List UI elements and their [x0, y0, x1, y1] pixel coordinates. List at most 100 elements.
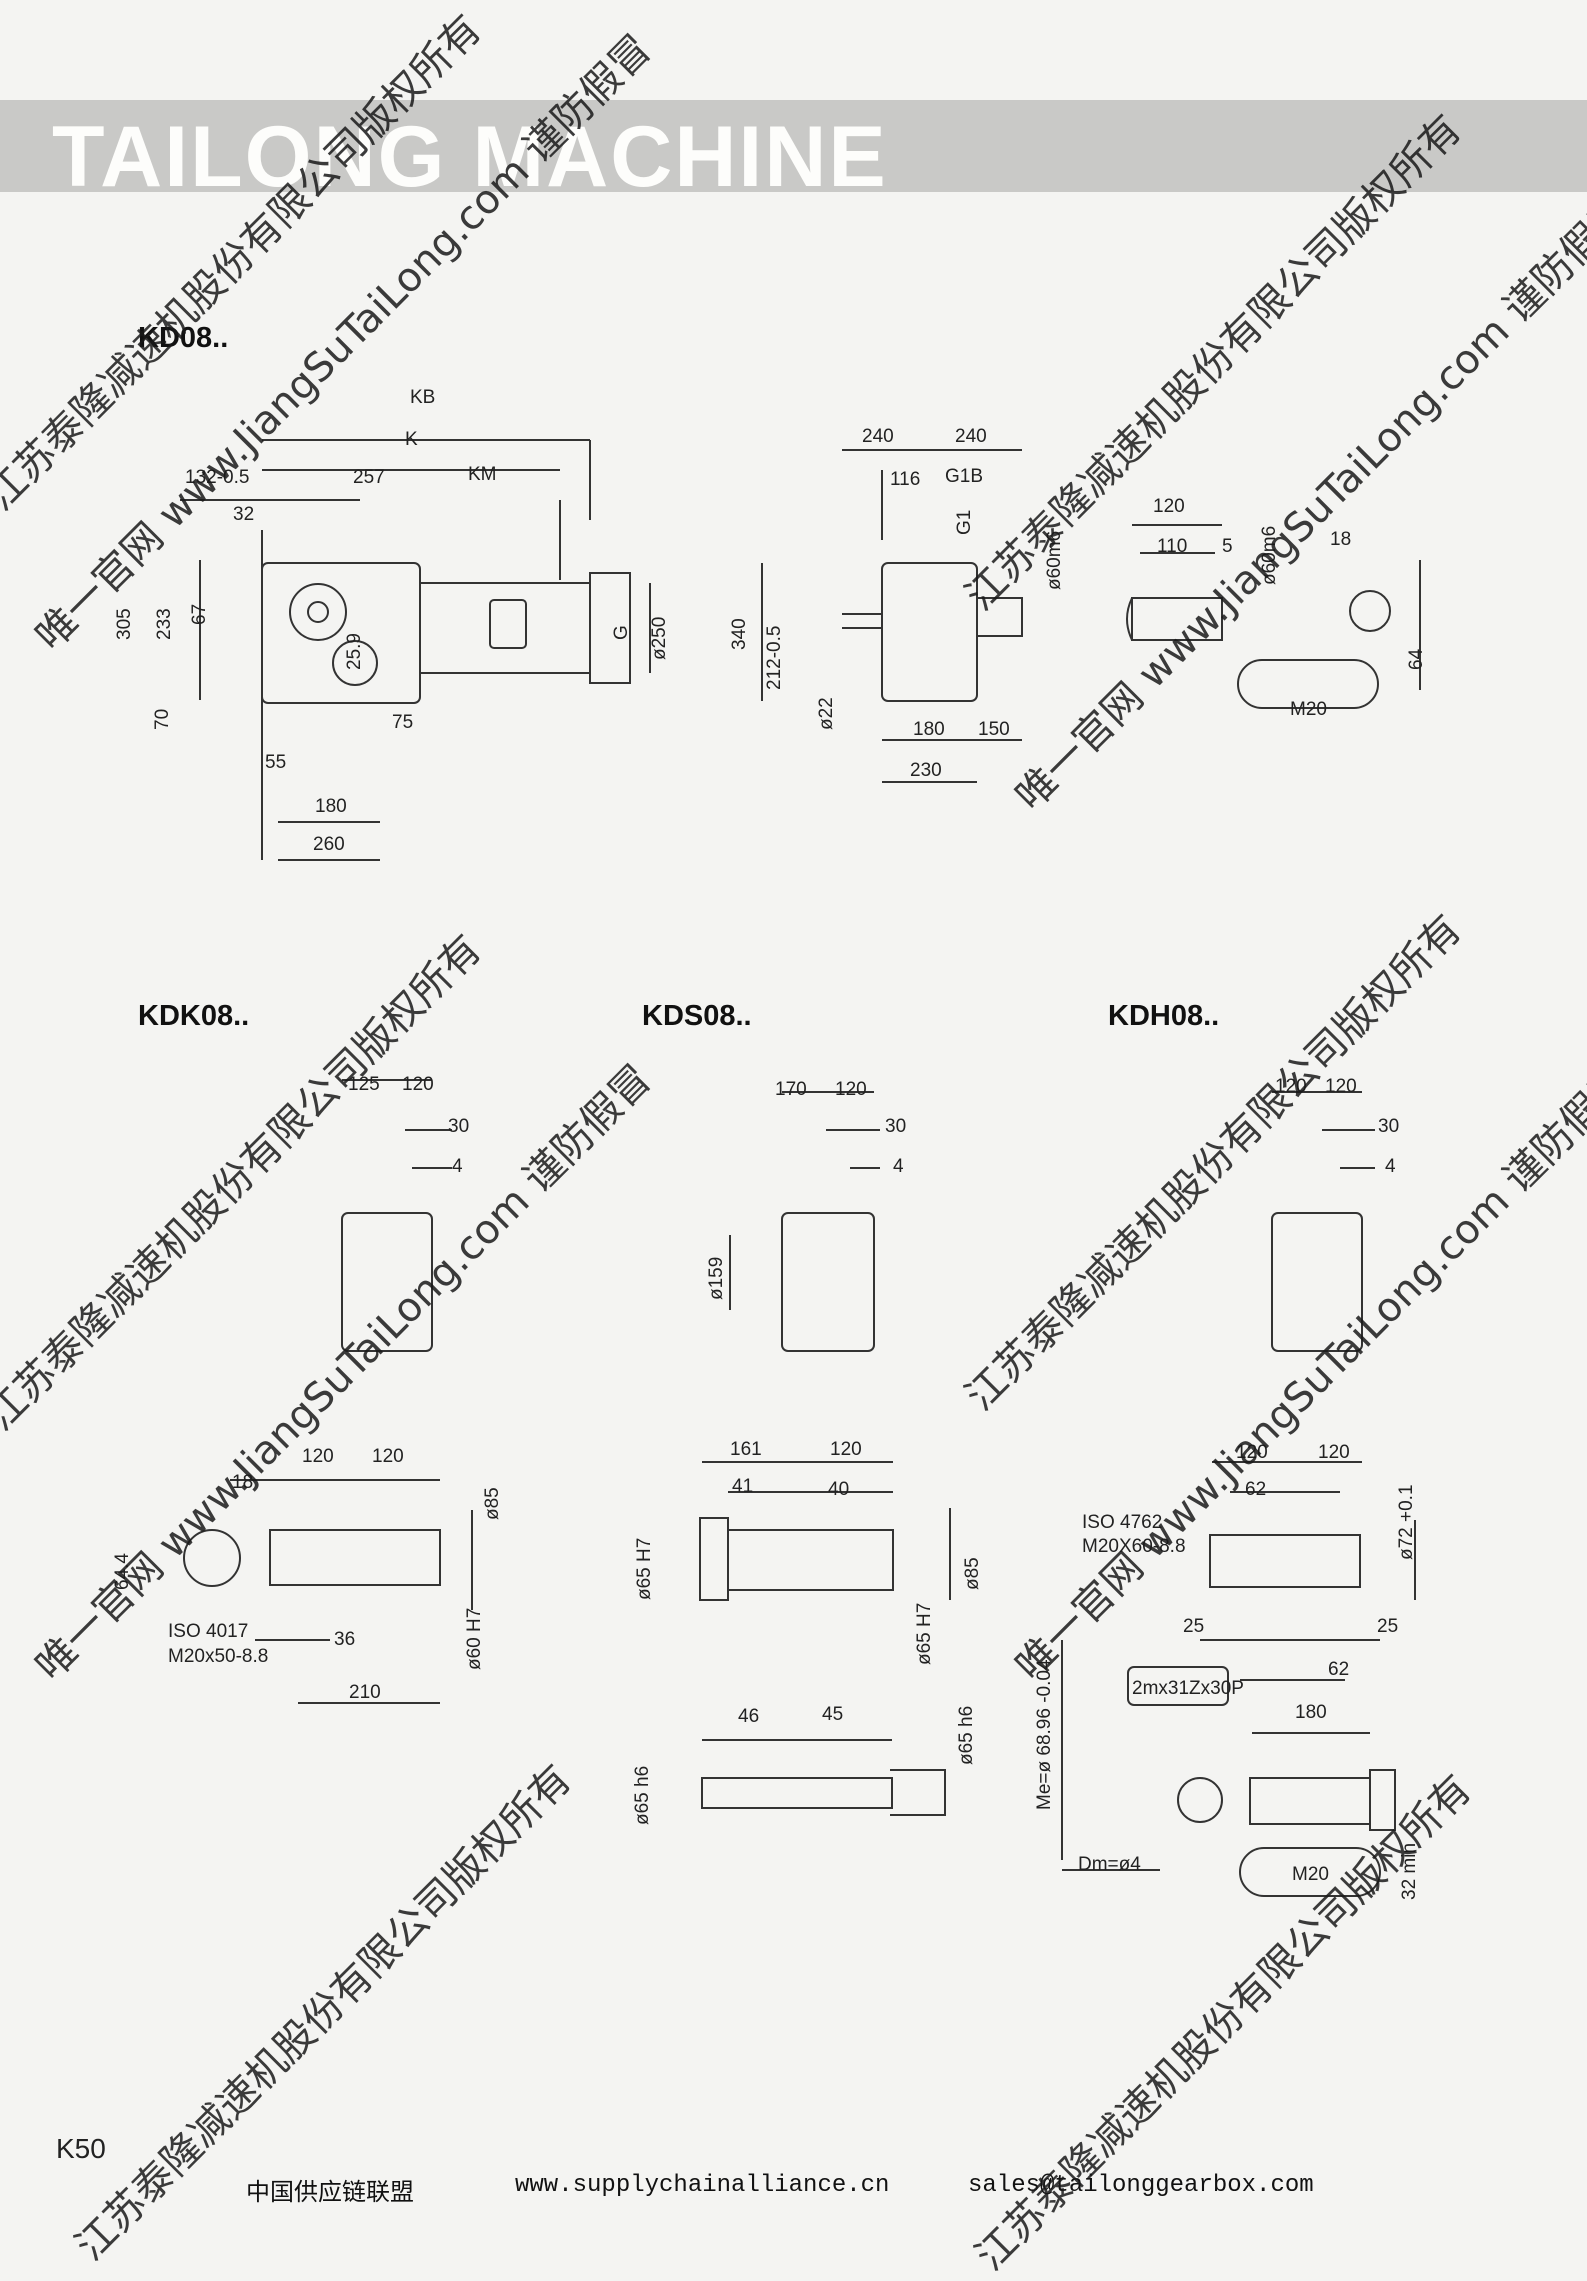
label-iso4762: ISO 4762 — [1082, 1512, 1162, 1533]
header-band — [0, 100, 1587, 192]
dim-257: 257 — [353, 467, 385, 488]
dim-120k2: 120 — [302, 1446, 334, 1467]
dim-18: 18 — [1330, 529, 1351, 550]
section-title-kdh: KDH08.. — [1108, 1000, 1220, 1032]
brand-title: TAILONG MACHINE — [52, 109, 888, 205]
dim-5: 5 — [1222, 536, 1233, 557]
dim-150: 150 — [978, 719, 1010, 740]
section-title-kds: KDS08.. — [642, 1000, 752, 1032]
dim-18k: 18 — [232, 1472, 253, 1493]
dim-kb: KB — [410, 387, 435, 408]
dim-125: 125 — [348, 1074, 380, 1095]
dim-210: 210 — [349, 1682, 381, 1703]
dim-g1: G1 — [954, 510, 975, 535]
dim-240b: 240 — [955, 426, 987, 447]
dim-4d: 4 — [893, 1156, 904, 1177]
dim-110: 110 — [1157, 536, 1187, 557]
dim-o65h7a: ø65 H7 — [634, 1538, 655, 1600]
dim-o159: ø159 — [706, 1257, 727, 1300]
dim-25-9: 25.9 — [344, 633, 365, 670]
dim-o65h6a: ø65 h6 — [632, 1766, 653, 1825]
dim-120k3: 120 — [372, 1446, 404, 1467]
dim-212: 212-0.5 — [764, 626, 785, 690]
dim-67: 67 — [189, 604, 210, 625]
dim-o250: ø250 — [649, 617, 670, 660]
dim-161: 161 — [730, 1439, 762, 1460]
footer-url: www.supplychainalliance.cn — [515, 2172, 890, 2199]
dim-62a: 62 — [1245, 1479, 1266, 1500]
kd-side-view — [180, 439, 651, 861]
dim-4k: 4 — [452, 1156, 463, 1177]
dim-305: 305 — [114, 608, 135, 640]
dim-120d: 120 — [835, 1079, 867, 1100]
kdk-views — [183, 1079, 473, 1704]
label-spline: 2mx31Zx30P — [1132, 1678, 1244, 1699]
dimension-labels: KB K 132-0.5 257 KM 32 305 233 67 25.9 G… — [112, 387, 1427, 1900]
dim-g: G — [611, 625, 632, 640]
footer-email: sales@tailonggearbox.com — [968, 2172, 1314, 2199]
dim-46: 46 — [738, 1706, 759, 1727]
dim-o65h6b: ø65 h6 — [956, 1706, 977, 1765]
kd-shaft-detail — [1126, 524, 1421, 709]
dim-o60h7: ø60 H7 — [464, 1608, 485, 1670]
dim-120d2: 120 — [830, 1439, 862, 1460]
dim-30h: 30 — [1378, 1116, 1399, 1137]
dim-k: K — [405, 429, 418, 450]
label-iso4017: ISO 4017 — [168, 1621, 248, 1642]
dim-180h: 180 — [1295, 1702, 1327, 1723]
dim-o85k: ø85 — [482, 1487, 503, 1520]
dim-me: Me=ø 68.96 -0.04 — [1034, 1659, 1055, 1810]
label-m20x50: M20x50-8.8 — [168, 1646, 268, 1667]
dim-25b: 25 — [1377, 1616, 1398, 1637]
dim-o60m6b: ø60m6 — [1259, 526, 1280, 585]
dim-340: 340 — [729, 618, 750, 650]
dim-260: 260 — [313, 834, 345, 855]
dim-170: 170 — [775, 1079, 807, 1100]
dim-120s: 120 — [1153, 496, 1185, 517]
dim-40: 40 — [828, 1479, 849, 1500]
footer-org: 中国供应链联盟 — [246, 2181, 414, 2208]
dim-70: 70 — [152, 709, 173, 730]
dim-180b: 180 — [913, 719, 945, 740]
dim-4h: 4 — [1385, 1156, 1396, 1177]
dim-dm: Dm=ø4 — [1078, 1854, 1141, 1875]
dim-30k: 30 — [448, 1116, 469, 1137]
dim-25a: 25 — [1183, 1616, 1204, 1637]
section-title-kd: KD08.. — [138, 322, 229, 354]
dim-240a: 240 — [862, 426, 894, 447]
dim-120h4: 120 — [1318, 1442, 1350, 1463]
dim-45: 45 — [822, 1704, 843, 1725]
dim-41: 41 — [732, 1476, 753, 1497]
dim-233: 233 — [154, 608, 175, 640]
dim-116: 116 — [890, 469, 920, 490]
dim-180: 180 — [315, 796, 347, 817]
page-number: K50 — [56, 2133, 106, 2164]
dim-120h1: 120 — [1275, 1076, 1307, 1097]
dim-64-4: 64.4 — [112, 1553, 133, 1590]
label-m20x60: M20X60-8.8 — [1082, 1536, 1186, 1557]
dim-120h2: 120 — [1325, 1076, 1357, 1097]
dim-o72: ø72 +0.1 — [1396, 1484, 1417, 1560]
dim-32: 32 — [233, 504, 254, 525]
dim-64: 64 — [1406, 648, 1427, 670]
dim-230: 230 — [910, 760, 942, 781]
dim-o85d: ø85 — [962, 1557, 983, 1590]
dim-32min: 32 min — [1399, 1843, 1420, 1900]
dim-o22: ø22 — [816, 697, 837, 730]
dim-o65h7b: ø65 H7 — [914, 1603, 935, 1665]
dim-75: 75 — [392, 712, 413, 733]
dim-36: 36 — [334, 1629, 355, 1650]
dim-62b: 62 — [1328, 1659, 1349, 1680]
dim-55: 55 — [265, 752, 286, 773]
label-m20a: M20 — [1290, 699, 1327, 720]
kd-front-view — [761, 449, 1023, 783]
dim-120h3: 120 — [1236, 1442, 1268, 1463]
section-title-kdk: KDK08.. — [138, 1000, 250, 1032]
dim-30d: 30 — [885, 1116, 906, 1137]
kdh-views — [1061, 1091, 1416, 1897]
dim-120k: 120 — [402, 1074, 434, 1095]
dim-km: KM — [468, 464, 497, 485]
dim-132: 132-0.5 — [185, 467, 249, 488]
label-m20b: M20 — [1292, 1864, 1329, 1885]
